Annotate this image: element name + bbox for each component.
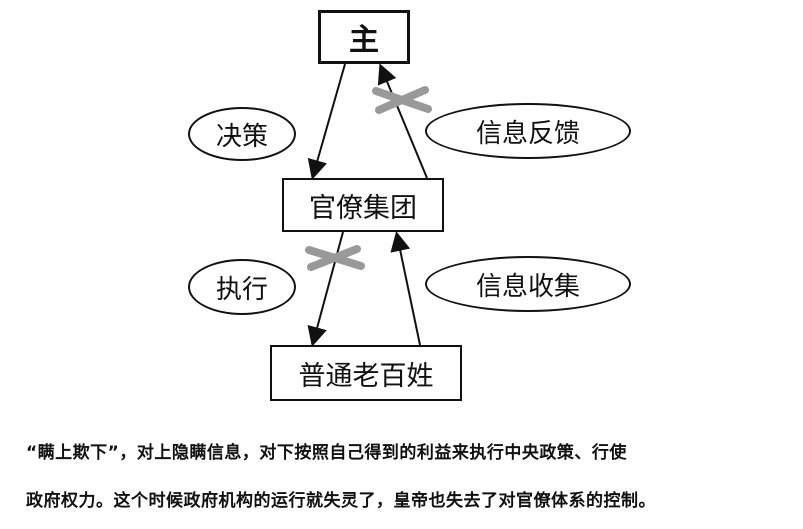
feedback-arrow <box>377 63 428 179</box>
caption-line-1: “瞒上欺下”，对上隐瞒信息，对下按照自己得到的利益来执行中央政策、行使 <box>26 443 627 463</box>
label-execute: 执行 <box>188 259 296 315</box>
execute-arrow <box>307 231 344 347</box>
node-bureaucracy: 官僚集团 <box>282 178 444 232</box>
decision-arrow <box>307 63 346 180</box>
execute-blocked-x-icon <box>305 245 365 271</box>
caption-line-2: 政府权力。这个时候政府机构的运行就失灵了，皇帝也失去了对官僚体系的控制。 <box>26 491 656 511</box>
label-collect: 信息收集 <box>425 256 631 312</box>
label-feedback: 信息反馈 <box>425 103 631 159</box>
label-decision: 决策 <box>188 107 296 161</box>
hierarchy-diagram: 主 官僚集团 普通老百姓 决策 信息反馈 执行 信息收集 <box>188 10 631 401</box>
node-ruler: 主 <box>318 10 410 64</box>
node-common-people: 普通老百姓 <box>270 345 462 401</box>
collect-arrow <box>390 231 421 346</box>
feedback-blocked-x-icon <box>372 86 432 114</box>
diagram-arrows <box>305 63 432 347</box>
